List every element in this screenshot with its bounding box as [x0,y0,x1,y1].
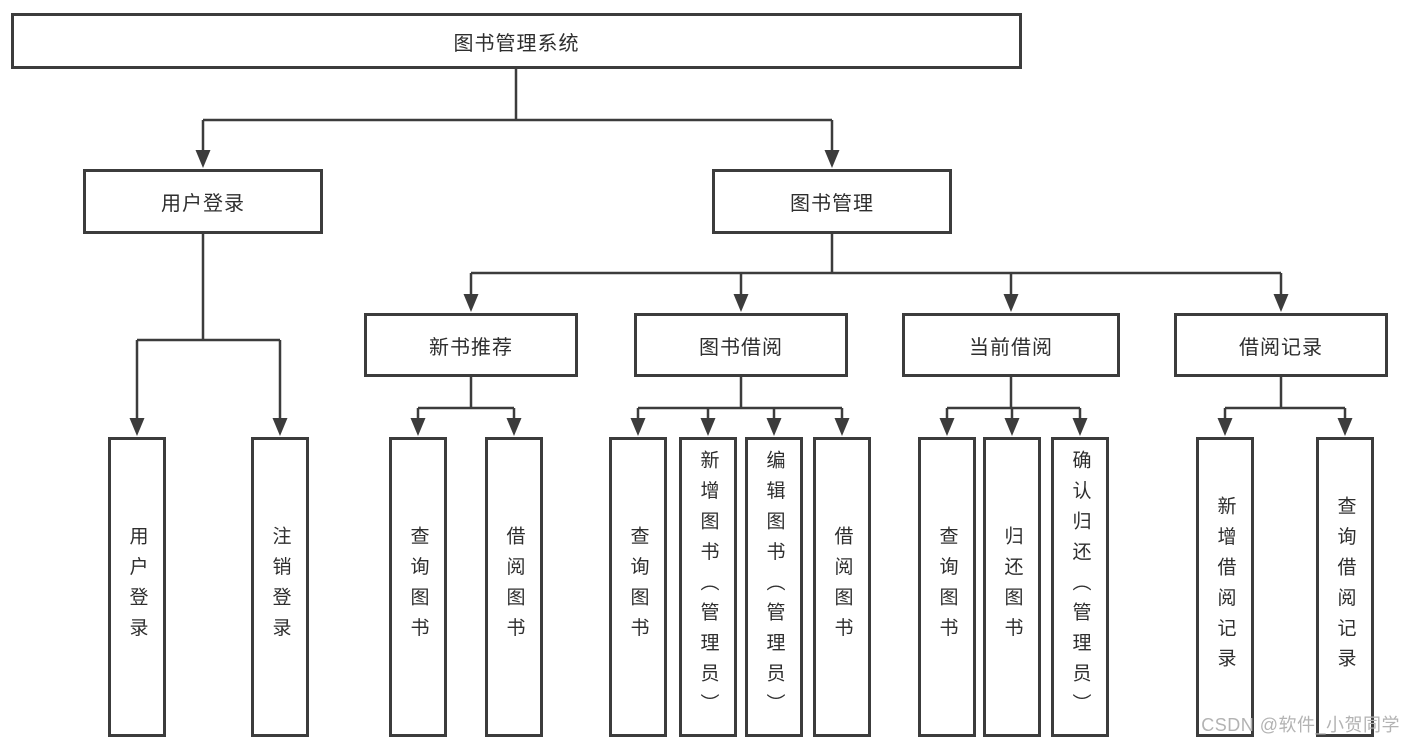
node-leaf-add-book-admin: 新增图书（管理员） [679,437,737,737]
arrowhead-icon [506,418,522,436]
leaf-label: 归还图书 [1001,526,1023,648]
leaf-label: 借阅图书 [503,526,525,648]
leaf-label: 新增借阅记录 [1214,495,1236,679]
connector-current-to-leaves [945,377,1082,420]
arrowhead-icon [1072,418,1088,436]
arrowhead-icon [630,418,646,436]
leaf-label: 用户登录 [126,526,148,648]
node-borrowing-records-label: 借阅记录 [1239,336,1323,359]
node-leaf-add-borrow-record: 新增借阅记录 [1196,437,1254,737]
node-new-book-recommend-label: 新书推荐 [429,336,513,359]
arrowhead-icon [129,418,145,436]
csdn-watermark: CSDN @软件_小贺同学 [1201,715,1400,735]
arrowhead-icon [939,418,955,436]
arrowhead-icon [463,294,479,312]
arrowhead-icon [766,418,782,436]
connector-record-to-leaves [1223,377,1347,420]
leaf-label: 查询借阅记录 [1334,495,1356,679]
leaf-label: 注销登录 [269,526,291,648]
node-root-label: 图书管理系统 [453,32,580,55]
node-leaf-confirm-return-admin: 确认归还（管理员） [1051,437,1109,737]
leaf-label: 编辑图书（管理员） [763,450,785,724]
node-leaf-query-borrow-record: 查询借阅记录 [1316,437,1374,737]
arrowhead-icon [700,418,716,436]
arrowhead-icon [272,418,288,436]
node-leaf-borrow-books-borrowing: 借阅图书 [813,437,871,737]
connector-root-to-level2 [201,69,834,152]
node-leaf-user-login: 用户登录 [108,437,166,737]
arrowhead-icon [195,150,211,168]
leaf-label: 借阅图书 [831,526,853,648]
leaf-label: 新增图书（管理员） [697,450,719,724]
connector-login-to-leaves [135,234,282,420]
leaf-label: 查询图书 [407,526,429,648]
node-book-borrowing-label: 图书借阅 [699,336,783,359]
arrowhead-icon [824,150,840,168]
node-book-borrowing: 图书借阅 [634,313,848,377]
node-leaf-query-books-current: 查询图书 [918,437,976,737]
node-leaf-edit-book-admin: 编辑图书（管理员） [745,437,803,737]
node-user-login-label: 用户登录 [161,193,245,215]
arrowhead-icon [410,418,426,436]
node-leaf-borrow-books-recommend: 借阅图书 [485,437,543,737]
leaf-label: 确认归还（管理员） [1069,450,1091,724]
node-leaf-logout: 注销登录 [251,437,309,737]
node-borrowing-records: 借阅记录 [1174,313,1388,377]
arrowhead-icon [1004,418,1020,436]
arrowhead-icon [1217,418,1233,436]
arrowhead-icon [733,294,749,312]
node-book-management-label: 图书管理 [790,193,874,215]
connector-newbk-to-leaves [416,377,516,420]
node-root: 图书管理系统 [11,13,1022,69]
arrowhead-icon [1273,294,1289,312]
leaf-label: 查询图书 [627,526,649,648]
node-current-borrowing-label: 当前借阅 [969,336,1053,359]
arrowhead-icon [1337,418,1353,436]
node-current-borrowing: 当前借阅 [902,313,1120,377]
node-new-book-recommend: 新书推荐 [364,313,578,377]
connector-mgmt-to-level3 [469,234,1283,296]
connector-borrow-to-leaves [636,377,844,420]
leaf-label: 查询图书 [936,526,958,648]
node-leaf-query-books-borrowing: 查询图书 [609,437,667,737]
node-user-login: 用户登录 [83,169,323,234]
node-book-management: 图书管理 [712,169,952,234]
node-leaf-return-books: 归还图书 [983,437,1041,737]
arrowhead-icon [1003,294,1019,312]
arrowhead-icon [834,418,850,436]
node-leaf-query-books-recommend: 查询图书 [389,437,447,737]
